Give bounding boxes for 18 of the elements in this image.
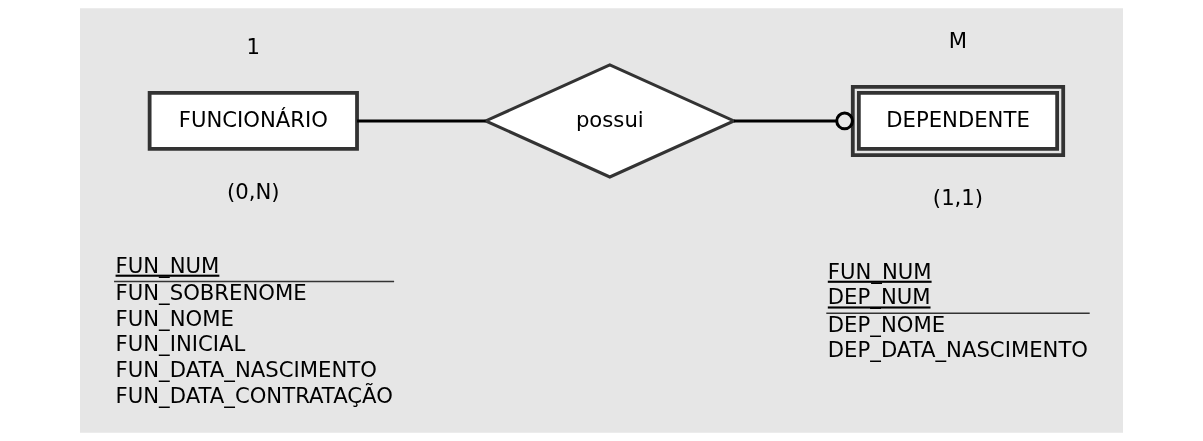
label: FUN_SOBRENOME [115, 279, 307, 305]
label: FUN_INICIAL [115, 331, 246, 357]
label: FUN_NUM [827, 258, 932, 284]
label: DEP_NUM [827, 284, 931, 310]
label: (1,1) [932, 185, 984, 211]
label: 1 [246, 33, 261, 59]
label: FUN_NOME [115, 305, 234, 331]
connector [734, 111, 854, 131]
label: M [948, 27, 968, 53]
label: (0,N) [227, 179, 280, 205]
label: FUN_DATA_NASCIMENTO [115, 357, 377, 383]
label: FUN_NUM [115, 252, 220, 278]
label: DEP_NOME [827, 311, 946, 337]
node-box: DEPENDENTE [850, 85, 1066, 157]
label: DEP_DATA_NASCIMENTO [827, 337, 1089, 363]
label: FUN_DATA_CONTRATAÇÃO [115, 382, 393, 408]
node-box: FUNCIONÁRIO [147, 91, 359, 151]
connector [357, 119, 486, 123]
